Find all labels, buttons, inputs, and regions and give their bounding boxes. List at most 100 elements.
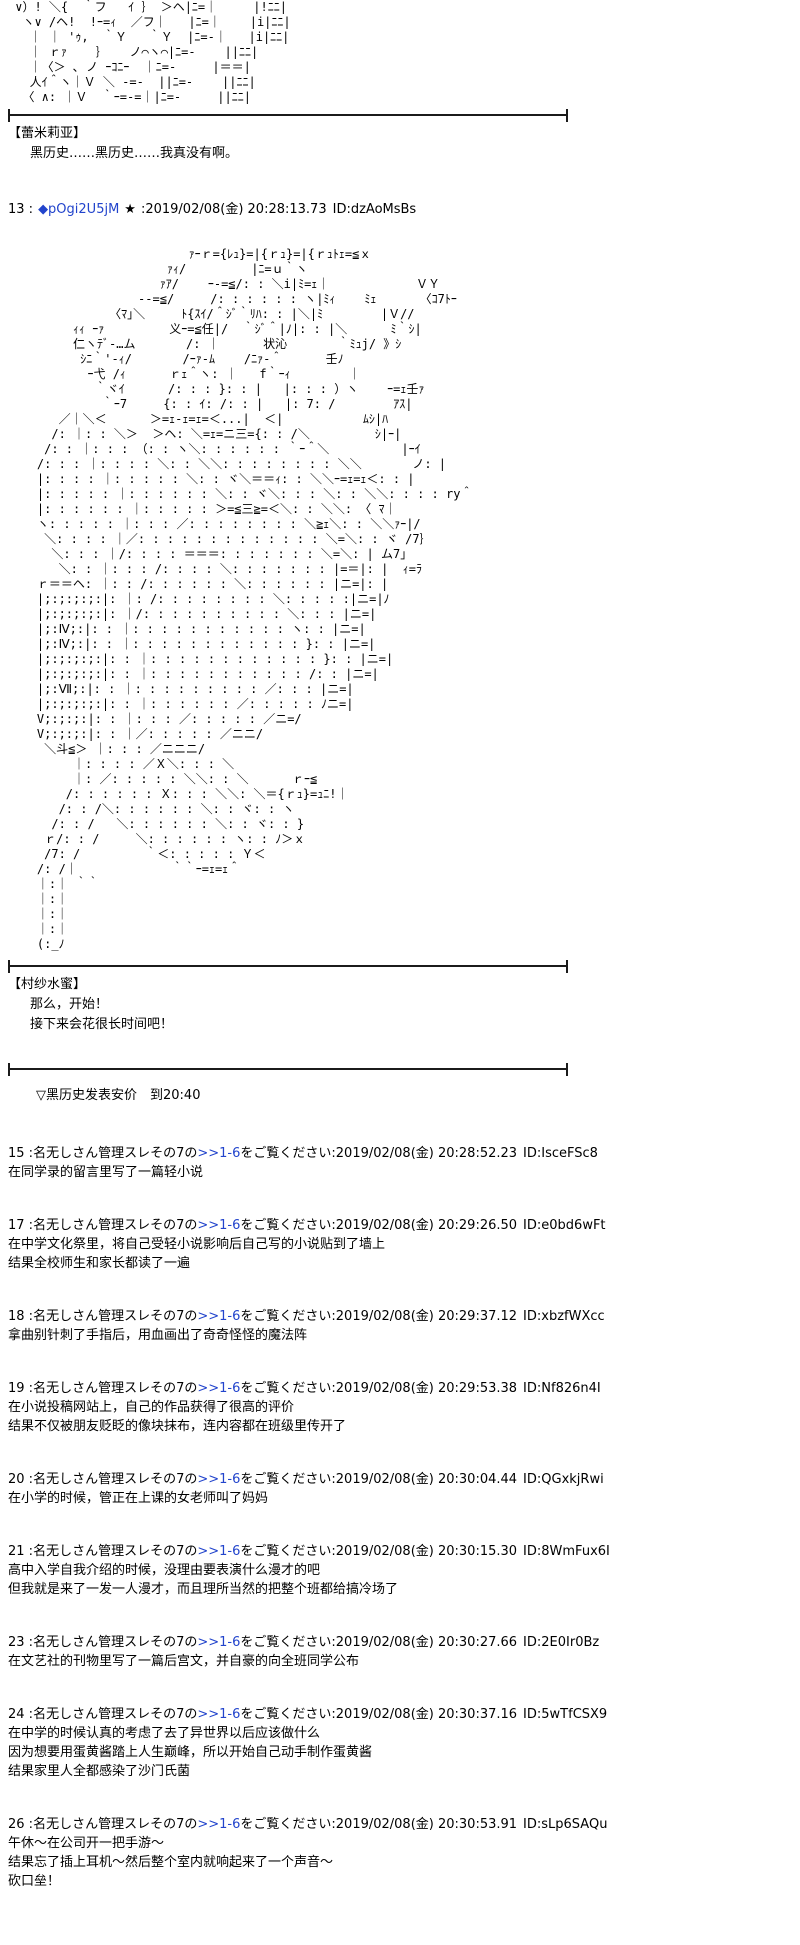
- post-body: 在同学录的留言里写了一篇轻小说: [8, 1165, 204, 1180]
- post-number: 19 :: [8, 1381, 34, 1396]
- post-anchor-link[interactable]: >>1-6: [197, 1635, 241, 1650]
- post-datetime: :2019/02/08(金) 20:30:04.44: [331, 1472, 518, 1487]
- post-header: 23 :名无しさん管理スレその7の>>1-6をご覧ください:2019/02/08…: [8, 1633, 796, 1652]
- post-id: ID:QGxkjRwi: [523, 1472, 604, 1487]
- divider-tick-right: [566, 1063, 568, 1076]
- post-anchor-link[interactable]: >>1-6: [197, 1146, 241, 1161]
- post-id: ID:sLp6SAQu: [523, 1817, 608, 1832]
- ascii-art-top: ∨）! ＼{ ｀フ ｲ ｝ ＞ヘ|ﾆ=｜ |!ﾆﾆ| ヽ∨ /ヘ! !ｰ=ｨ ／…: [15, 0, 291, 104]
- post-anchor-link[interactable]: >>1-6: [197, 1707, 241, 1722]
- post-body: 高中入学自我介绍的时候，没理由要表演什么漫才的吧 但我就是来了一发一人漫才，而且…: [8, 1563, 399, 1597]
- post-anchor-link[interactable]: >>1-6: [197, 1381, 241, 1396]
- post-name-suffix: をご覧ください: [240, 1635, 332, 1650]
- post-id: ID:2E0Ir0Bz: [523, 1635, 600, 1650]
- post-body: 拿曲别针刺了手指后，用血画出了奇奇怪怪的魔法阵: [8, 1328, 308, 1343]
- ascii-art-main: ｧｰｒ={ﾚｭ}=|{ｒｭ}=|{ｒｭﾄｪ=≦ｘ ｧｨ/ |ﾆ=ｕ｀ヽ ｧｱ/ …: [36, 247, 473, 951]
- post-header: 19 :名无しさん管理スレその7の>>1-6をご覧ください:2019/02/08…: [8, 1379, 796, 1398]
- post-datetime: :2019/02/08(金) 20:29:37.12: [331, 1309, 518, 1324]
- post: 20 :名无しさん管理スレその7の>>1-6をご覧ください:2019/02/08…: [8, 1470, 796, 1508]
- post-number: 18 :: [8, 1309, 34, 1324]
- post-name-suffix: をご覧ください: [240, 1544, 332, 1559]
- post-body: 在文艺社的刊物里写了一篇后宫文，并自豪的向全班同学公布: [8, 1654, 360, 1669]
- post-name-prefix: 名无しさん管理スレその7の: [33, 1635, 198, 1650]
- post-number: 20 :: [8, 1472, 34, 1487]
- post: 23 :名无しさん管理スレその7の>>1-6をご覧ください:2019/02/08…: [8, 1633, 796, 1671]
- tripcode-name: ◆pOgi2U5jM: [38, 202, 120, 217]
- divider-tick-right: [566, 960, 568, 973]
- star-badge: ★: [124, 202, 136, 217]
- dialogue-text: 黑历史……黑历史……我真没有啊。: [30, 146, 239, 161]
- post-body: 在小说投稿网站上，自己的作品获得了很高的评价 结果不仅被朋友贬眨的像块抹布，连内…: [8, 1400, 347, 1434]
- post-header: 17 :名无しさん管理スレその7の>>1-6をご覧ください:2019/02/08…: [8, 1216, 796, 1235]
- post-datetime: :2019/02/08(金) 20:28:52.23: [331, 1146, 518, 1161]
- post-datetime: :2019/02/08(金) 20:29:26.50: [331, 1218, 518, 1233]
- divider-line: [9, 965, 567, 967]
- post-header: 21 :名无しさん管理スレその7の>>1-6をご覧ください:2019/02/08…: [8, 1542, 796, 1561]
- dialogue-text: 那么，开始！ 接下来会花很长时间吧！: [30, 997, 174, 1032]
- divider-tick-right: [566, 109, 568, 122]
- divider-line: [9, 114, 567, 116]
- post-number: 21 :: [8, 1544, 34, 1559]
- post: 15 :名无しさん管理スレその7の>>1-6をご覧ください:2019/02/08…: [8, 1144, 796, 1182]
- anchor-announcement: ▽黑历史发表安价 到20:40: [36, 1088, 201, 1103]
- post-anchor-link[interactable]: >>1-6: [197, 1309, 241, 1324]
- dialogue-remilia: 【蕾米莉亚】 黑历史……黑历史……我真没有啊。: [8, 124, 796, 164]
- post-datetime: :2019/02/08(金) 20:30:15.30: [331, 1544, 518, 1559]
- post: 26 :名无しさん管理スレその7の>>1-6をご覧ください:2019/02/08…: [8, 1815, 796, 1891]
- post-header: 20 :名无しさん管理スレその7の>>1-6をご覧ください:2019/02/08…: [8, 1470, 796, 1489]
- post-name-prefix: 名无しさん管理スレその7の: [33, 1218, 198, 1233]
- post-datetime: :2019/02/08(金) 20:29:53.38: [331, 1381, 518, 1396]
- post-name-suffix: をご覧ください: [240, 1309, 332, 1324]
- post-number: 13 :: [8, 202, 34, 217]
- post-name-prefix: 名无しさん管理スレその7の: [33, 1707, 198, 1722]
- post-datetime: :2019/02/08(金) 20:30:27.66: [331, 1635, 518, 1650]
- post-body: 在中学文化祭里，将自己受轻小说影响后自己写的小说贴到了墙上 结果全校师生和家长都…: [8, 1237, 386, 1271]
- posts-list: 15 :名无しさん管理スレその7の>>1-6をご覧ください:2019/02/08…: [8, 1144, 796, 1891]
- section-divider: [8, 109, 568, 122]
- section-divider: [8, 1063, 568, 1076]
- section-divider: [8, 960, 568, 973]
- post-body: 在小学的时候，管正在上课的女老师叫了妈妈: [8, 1491, 269, 1506]
- post-datetime: :2019/02/08(金) 20:30:37.16: [331, 1707, 518, 1722]
- post-name-prefix: 名无しさん管理スレその7の: [33, 1381, 198, 1396]
- post-name-prefix: 名无しさん管理スレその7の: [33, 1544, 198, 1559]
- post-id: ID:dzAoMsBs: [332, 202, 417, 217]
- divider-line: [9, 1068, 567, 1070]
- post-id: ID:8WmFux6I: [523, 1544, 610, 1559]
- post-name-suffix: をご覧ください: [240, 1218, 332, 1233]
- post-anchor-link[interactable]: >>1-6: [197, 1218, 241, 1233]
- post-name-suffix: をご覧ください: [240, 1472, 332, 1487]
- post-name-suffix: をご覧ください: [240, 1817, 332, 1832]
- post-name-prefix: 名无しさん管理スレその7の: [33, 1472, 198, 1487]
- post-body: 午休～在公司开一把手游～ 结果忘了插上耳机～然后整个室内就响起来了一个声音～ 砍…: [8, 1836, 334, 1889]
- post-datetime: :2019/02/08(金) 20:28:13.73: [140, 202, 327, 217]
- post-anchor-link[interactable]: >>1-6: [197, 1472, 241, 1487]
- post-id: ID:e0bd6wFt: [523, 1218, 606, 1233]
- post-body: 在中学的时候认真的考虑了去了异世界以后应该做什么 因为想要用蛋黄酱踏上人生巅峰，…: [8, 1726, 373, 1779]
- post-number: 17 :: [8, 1218, 34, 1233]
- post: 21 :名无しさん管理スレその7の>>1-6をご覧ください:2019/02/08…: [8, 1542, 796, 1599]
- post-id: ID:IsceFSc8: [523, 1146, 598, 1161]
- post-header: 26 :名无しさん管理スレその7の>>1-6をご覧ください:2019/02/08…: [8, 1815, 796, 1834]
- post-header: 13 : ◆pOgi2U5jM ★ :2019/02/08(金) 20:28:13.7…: [8, 200, 796, 219]
- post-number: 26 :: [8, 1817, 34, 1832]
- post-name-prefix: 名无しさん管理スレその7の: [33, 1817, 198, 1832]
- post-name-prefix: 名无しさん管理スレその7の: [33, 1146, 198, 1161]
- post: 18 :名无しさん管理スレその7の>>1-6をご覧ください:2019/02/08…: [8, 1307, 796, 1345]
- post: 24 :名无しさん管理スレその7の>>1-6をご覧ください:2019/02/08…: [8, 1705, 796, 1781]
- post-number: 23 :: [8, 1635, 34, 1650]
- post-anchor-link[interactable]: >>1-6: [197, 1817, 241, 1832]
- post-header: 24 :名无しさん管理スレその7の>>1-6をご覧ください:2019/02/08…: [8, 1705, 796, 1724]
- post-id: ID:5wTfCSX9: [523, 1707, 608, 1722]
- post-id: ID:Nf826n4I: [523, 1381, 601, 1396]
- post-anchor-link[interactable]: >>1-6: [197, 1544, 241, 1559]
- post: 17 :名无しさん管理スレその7の>>1-6をご覧ください:2019/02/08…: [8, 1216, 796, 1273]
- speaker-name: 【村纱水蜜】: [8, 977, 87, 992]
- post-name-suffix: をご覧ください: [240, 1381, 332, 1396]
- post-name-suffix: をご覧ください: [240, 1146, 332, 1161]
- post-datetime: :2019/02/08(金) 20:30:53.91: [331, 1817, 518, 1832]
- post-name-prefix: 名无しさん管理スレその7の: [33, 1309, 198, 1324]
- dialogue-murasa: 【村纱水蜜】 那么，开始！ 接下来会花很长时间吧！: [8, 975, 796, 1035]
- post: 19 :名无しさん管理スレその7の>>1-6をご覧ください:2019/02/08…: [8, 1379, 796, 1436]
